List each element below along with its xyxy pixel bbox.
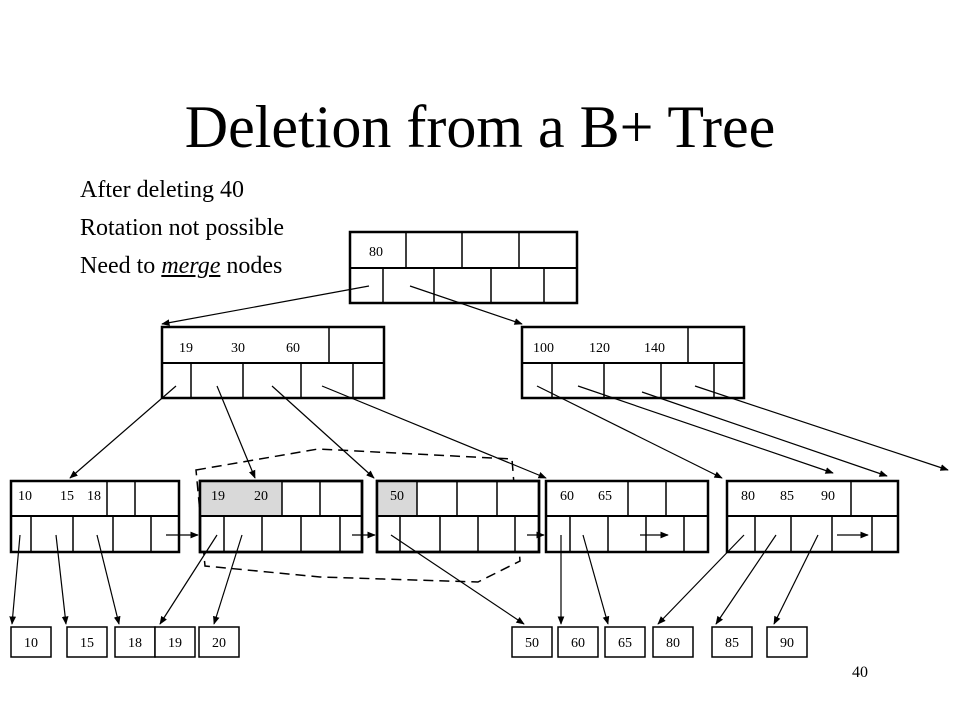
pointer-internal-left-to-leaf-1 — [69, 385, 177, 479]
leaf-1-key-3: 18 — [87, 489, 101, 504]
pointer-leaf-3-record-50 — [390, 534, 525, 625]
pointer-leaf-1-record-18 — [96, 534, 121, 625]
pointer-internal-right-to-leaf-5 — [536, 385, 723, 479]
pointer-leaf-5-record-80 — [657, 534, 745, 625]
leaf-4-key-1: 60 — [560, 489, 574, 504]
data-record-1: 10 — [24, 636, 38, 651]
note-merge-prefix: Need to — [80, 253, 162, 279]
leaf-5-key-2: 85 — [780, 489, 794, 504]
root-node: 80 — [348, 230, 579, 305]
internal-right-key-2: 120 — [589, 341, 610, 356]
internal-left-key-2: 30 — [231, 341, 245, 356]
leaf-2-key-1: 19 — [211, 489, 225, 504]
pointer-leaf-2-record-20 — [213, 534, 243, 625]
pointer-root-to-internal-left — [161, 285, 370, 326]
pointer-internal-left-to-leaf-4 — [321, 385, 547, 479]
pointer-leaf-4-record-65 — [582, 534, 610, 625]
leaf-node-2: 19 20 — [198, 479, 364, 554]
slide-title: Deletion from a B+ Tree — [184, 94, 776, 160]
pointer-root-to-internal-right — [409, 285, 523, 325]
pointer-internal-left-to-leaf-2 — [216, 385, 256, 479]
note-merge-suffix: nodes — [220, 253, 283, 279]
internal-left-key-3: 60 — [286, 341, 300, 356]
pointer-leaf-5-record-85 — [715, 534, 777, 625]
internal-node-right: 100 120 140 — [520, 325, 746, 400]
leaf-node-3: 50 — [375, 479, 541, 554]
pointer-leaf-5-record-90 — [773, 534, 819, 625]
data-record-6: 50 — [525, 636, 539, 651]
internal-right-key-3: 140 — [644, 341, 665, 356]
data-record-5: 20 — [212, 636, 226, 651]
note-after-deleting: After deleting 40 — [80, 177, 244, 203]
merge-region-outline — [195, 448, 521, 583]
data-record-8: 65 — [618, 636, 632, 651]
leaf-node-4: 60 65 — [544, 479, 710, 554]
leaf-3-key-1: 50 — [390, 489, 404, 504]
data-record-3: 18 — [128, 636, 142, 651]
note-rotation-not-possible: Rotation not possible — [80, 215, 284, 241]
data-record-9: 80 — [666, 636, 680, 651]
leaf-4-key-2: 65 — [598, 489, 612, 504]
leaf-node-1: 10 15 18 — [9, 479, 181, 554]
data-record-7: 60 — [571, 636, 585, 651]
data-record-2: 15 — [80, 636, 94, 651]
root-key: 80 — [369, 245, 383, 260]
pointer-internal-right-child-3 — [641, 391, 888, 477]
internal-right-key-1: 100 — [533, 341, 554, 356]
pointer-leaf-1-record-15 — [55, 534, 69, 625]
data-record-11: 90 — [780, 636, 794, 651]
slide-number: 40 — [852, 664, 868, 681]
leaf-5-key-1: 80 — [741, 489, 755, 504]
internal-left-key-1: 19 — [179, 341, 193, 356]
data-records-row: 10 15 18 19 20 50 60 65 80 85 90 — [10, 626, 808, 658]
leaf-5-key-3: 90 — [821, 489, 835, 504]
data-record-10: 85 — [725, 636, 739, 651]
pointer-internal-left-to-leaf-3 — [271, 385, 375, 479]
data-record-4: 19 — [168, 636, 182, 651]
pointer-internal-right-child-4 — [694, 385, 949, 471]
leaf-2-key-2: 20 — [254, 489, 268, 504]
pointer-leaf-1-record-10 — [9, 534, 21, 625]
leaf-1-key-1: 10 — [18, 489, 32, 504]
note-merge-emphasis: merge — [161, 253, 221, 279]
pointer-internal-right-child-2 — [577, 385, 834, 474]
leaf-node-5: 80 85 90 — [725, 479, 900, 554]
pointer-leaf-2-record-19 — [159, 534, 218, 625]
leaf-1-key-2: 15 — [60, 489, 74, 504]
note-need-to-merge: Need to merge nodes — [80, 252, 282, 280]
